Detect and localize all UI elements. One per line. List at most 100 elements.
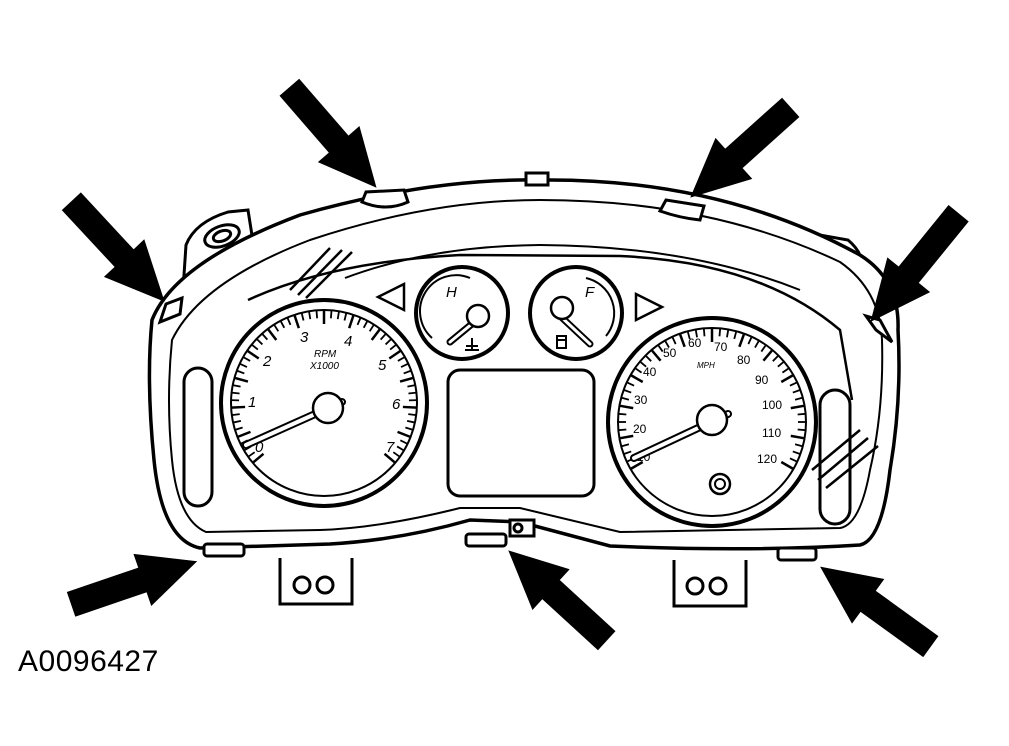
speed-num-120: 120 (757, 452, 777, 466)
tach-tick (286, 317, 292, 326)
speed-tick (620, 443, 630, 448)
tach-tick (236, 369, 245, 375)
tach-needle (242, 391, 346, 449)
tach-tick (383, 452, 397, 464)
speed-tick (671, 336, 677, 345)
clip-top-center (524, 171, 550, 187)
tach-tick (379, 333, 387, 341)
trip-reset-button (708, 472, 732, 496)
speed-tick (781, 367, 790, 374)
tach-num-5: 5 (378, 357, 387, 374)
speed-tick (686, 330, 691, 340)
speed-tick (726, 329, 730, 338)
speed-tick (629, 373, 644, 384)
speed-tick (792, 450, 801, 455)
speed-num-30: 30 (634, 393, 648, 407)
center-display (446, 368, 596, 498)
tach-tick (239, 362, 248, 368)
tach-num-0: 0 (255, 439, 264, 456)
tach-tick (266, 328, 278, 341)
tach-tick (236, 430, 251, 439)
speed-tick (619, 404, 634, 410)
speed-tick (754, 340, 760, 348)
speed-num-50: 50 (663, 346, 677, 360)
tachometer: 0 1 2 3 4 5 6 7 RPM X1000 (219, 298, 429, 508)
arrow-top-left (279, 78, 377, 188)
tach-tick (231, 391, 240, 395)
speed-tick (678, 333, 686, 348)
speed-tick (694, 329, 698, 338)
tach-tick (300, 312, 305, 321)
tach-tick (397, 356, 406, 362)
tach-unit-x1000: X1000 (309, 361, 339, 372)
tach-tick (231, 405, 246, 409)
speed-tick (790, 404, 805, 410)
retaining-clips (157, 171, 894, 562)
right-indicator-slot (818, 388, 852, 526)
speed-needle (630, 403, 732, 462)
tach-tick (397, 430, 412, 439)
arrow-right (870, 204, 969, 322)
clip-upper-left (157, 295, 184, 325)
tach-tick (273, 324, 280, 332)
temp-mark-h: H (446, 284, 457, 301)
tach-tick (405, 426, 414, 431)
bracket-bottom-left (278, 558, 354, 606)
tach-tick (408, 391, 417, 395)
tach-tick (261, 333, 269, 341)
tach-tick (356, 317, 362, 326)
speed-tick (702, 328, 706, 337)
fuel-gauge: F (528, 265, 624, 361)
tach-tick (315, 310, 319, 319)
speedometer-ticks (618, 328, 806, 471)
tach-tick (247, 451, 256, 458)
speed-tick (777, 360, 785, 368)
speed-tick (738, 333, 746, 348)
tach-tick (234, 376, 249, 383)
arrow-bottom-center (508, 550, 616, 651)
tach-tick (246, 349, 260, 360)
speed-tick (760, 344, 767, 353)
speed-tick (797, 412, 806, 416)
speedometer-numbers: 10 20 30 40 50 60 70 80 90 100 110 120 (633, 336, 782, 466)
tach-tick (399, 439, 408, 445)
speed-tick (718, 328, 722, 337)
tach-unit-rpm: RPM (314, 349, 337, 360)
speed-tick (644, 354, 652, 362)
speed-tick (747, 336, 753, 345)
lens-top-line (344, 243, 801, 291)
clip-bottom-right (776, 546, 818, 562)
fuel-mark-f: F (585, 284, 595, 301)
tach-tick (389, 343, 397, 351)
speed-num-20: 20 (633, 422, 647, 436)
tach-tick (402, 405, 417, 409)
speed-num-40: 40 (643, 365, 657, 379)
speed-tick (618, 412, 627, 416)
figure-id-label: A0096427 (18, 645, 159, 678)
clip-top-left (360, 188, 410, 209)
tach-tick (232, 384, 241, 388)
speed-num-90: 90 (755, 373, 769, 387)
tach-tick (279, 320, 286, 329)
clip-bottom-left (202, 542, 246, 558)
tach-tick (392, 451, 401, 458)
tach-tick (347, 314, 355, 329)
clip-bottom-center (464, 532, 508, 548)
speed-tick (623, 450, 632, 455)
clip-pointer-arrows (61, 78, 969, 658)
speed-tick (629, 460, 644, 471)
speed-tick (664, 340, 670, 348)
tachometer-ticks (231, 310, 417, 464)
tach-num-4: 4 (344, 333, 352, 350)
tach-num-1: 1 (248, 394, 256, 411)
speed-tick (620, 396, 630, 401)
tach-tick (388, 349, 402, 360)
arrow-bottom-left (66, 553, 198, 617)
tach-tick (255, 338, 264, 346)
speed-tick (623, 389, 632, 394)
tach-num-2: 2 (262, 353, 272, 370)
speed-tick (762, 349, 774, 362)
tach-tick (242, 356, 251, 362)
speed-tick (634, 367, 643, 374)
speed-num-100: 100 (762, 398, 782, 412)
